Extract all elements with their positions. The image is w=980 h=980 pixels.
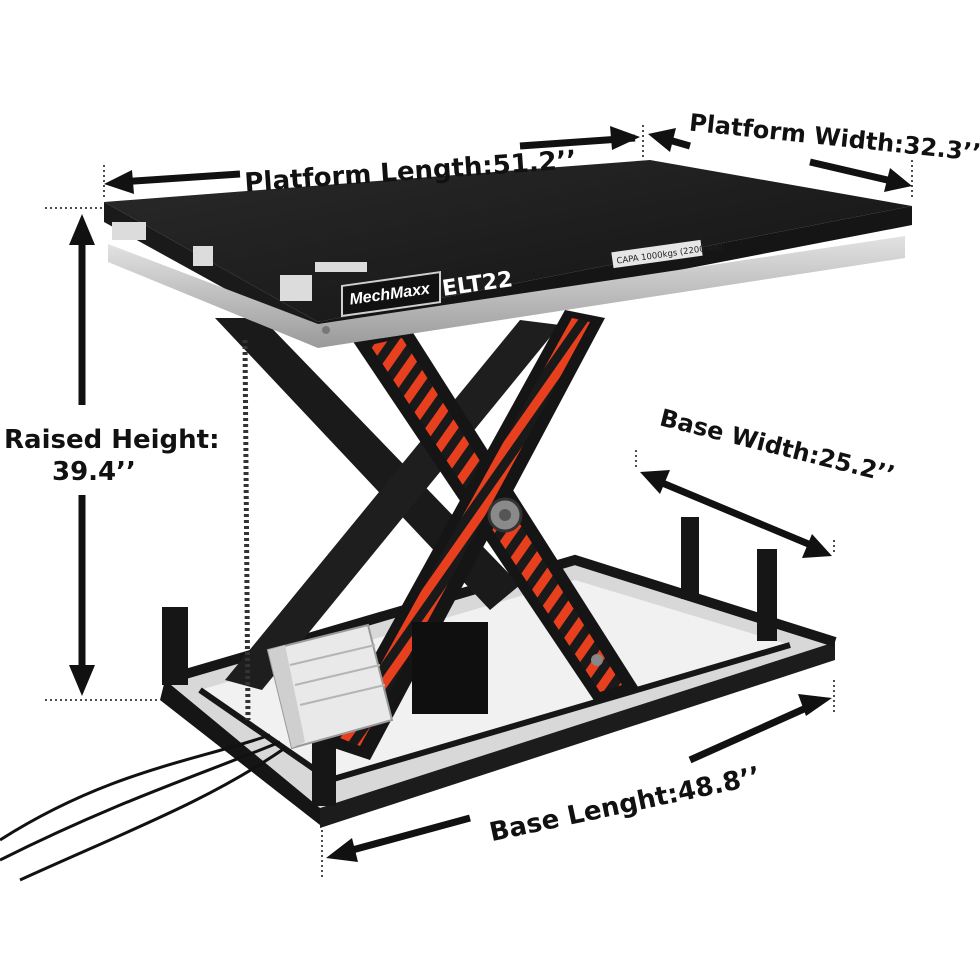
raised-height-arrow <box>69 214 95 696</box>
base-post <box>757 549 777 641</box>
dimension-annotations <box>45 125 913 880</box>
base-length-arrow <box>326 694 832 862</box>
platform-width-label: Platform Width:32.3’’ <box>688 109 980 167</box>
base-post <box>162 607 188 685</box>
warning-label <box>193 246 213 266</box>
base-post <box>681 517 699 599</box>
brand-plate: MechMaxx <box>341 271 441 318</box>
safety-stripe <box>340 318 590 746</box>
base-length-label: Base Lenght:48.8’’ <box>487 761 763 848</box>
platform-length-arrow <box>104 126 640 194</box>
base-width-label: Base Width:25.2’’ <box>657 404 898 489</box>
warning-label <box>112 222 146 240</box>
raised-height-value: 39.4’’ <box>52 457 136 487</box>
base-width-arrow <box>640 470 832 558</box>
power-unit <box>0 339 488 882</box>
warning-label <box>280 275 312 301</box>
oil-tank <box>412 622 488 714</box>
power-cord <box>0 733 271 842</box>
scissor-mechanism <box>215 310 640 760</box>
platform-width-arrow <box>648 128 912 192</box>
platform: MechMaxx ELT22 CAPA 1000kgs (2200 lbs) <box>104 160 912 348</box>
raised-height-label: Raised Height: <box>4 425 220 455</box>
